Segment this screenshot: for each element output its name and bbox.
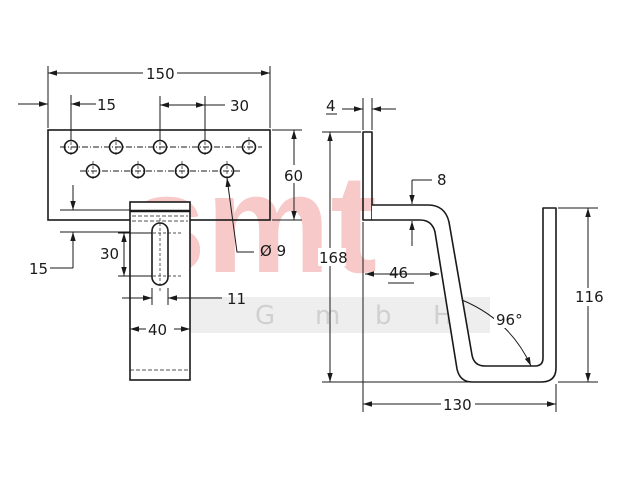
dim-tab-width-label: 40 (148, 321, 167, 339)
dim-width-label: 150 (146, 65, 175, 83)
dim-slot-offset-label: 30 (100, 245, 119, 263)
side-plate (362, 131, 373, 221)
watermark-letter-1: G (255, 301, 275, 331)
dim-total-height-label: 168 (319, 249, 348, 267)
watermark-letter-2: m (315, 301, 340, 331)
dim-angle-label: 96° (496, 311, 523, 329)
watermark-letter-3: b (375, 301, 392, 331)
label-bg (146, 320, 174, 338)
dim-inner-offset-label: 8 (437, 171, 447, 189)
side-view (362, 131, 557, 383)
dim-left-offset-label: 15 (97, 96, 116, 114)
label-bg (441, 396, 475, 414)
hole-column-centerlines (70, 137, 250, 181)
dim-depth-label: 130 (443, 396, 472, 414)
label-bg (283, 165, 307, 183)
dim-pitch-label: 30 (230, 97, 249, 115)
dim-hole-label: Ø 9 (260, 242, 286, 260)
dim-height-label: 60 (284, 167, 303, 185)
front-dimension-labels: 150 15 30 60 15 30 Ø 9 11 40 (29, 64, 307, 339)
label-bg (575, 288, 603, 306)
side-hook (372, 204, 557, 383)
front-view (47, 129, 271, 381)
dim-step-label: 46 (389, 264, 408, 282)
label-bg (143, 64, 177, 82)
front-dimensions (18, 66, 302, 332)
side-dimension-labels: 4 168 8 46 116 96° 130 (318, 97, 604, 414)
dim-tab-offset-label: 15 (29, 260, 48, 278)
label-bg (494, 310, 528, 328)
watermark-band (190, 297, 490, 333)
dim-thickness-label: 4 (326, 97, 336, 115)
label-bg (98, 243, 122, 261)
dim-hook-height-label: 116 (575, 288, 604, 306)
label-bg (318, 248, 346, 266)
dim-slot-width-label: 11 (227, 290, 246, 308)
